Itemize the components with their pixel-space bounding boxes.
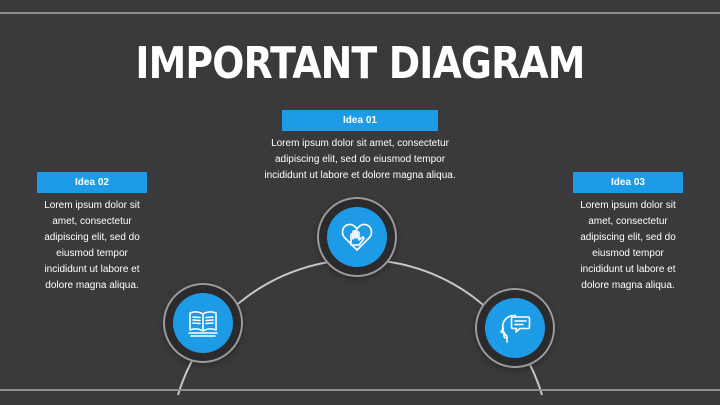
bottom-divider [0,389,720,391]
idea-02-label: Idea 02 [37,172,147,193]
idea-01-label: Idea 01 [282,110,438,131]
slide-title: IMPORTANT DIAGRAM [135,38,585,89]
idea-01-text: Lorem ipsum dolor sit amet, consectetur … [264,138,456,181]
head-speech-bubble-icon [500,314,531,343]
idea-02-text: Lorem ipsum dolor sit amet, consectetur … [44,200,140,291]
idea-01-node [319,199,395,275]
idea-03-text: Lorem ipsum dolor sit amet, consectetur … [580,200,676,291]
idea-02-node [165,285,241,361]
heart-hand-icon [341,223,373,251]
idea-03-node [477,290,553,366]
open-book-icon [188,311,218,337]
idea-03-label: Idea 03 [573,172,683,193]
top-divider [0,12,720,14]
